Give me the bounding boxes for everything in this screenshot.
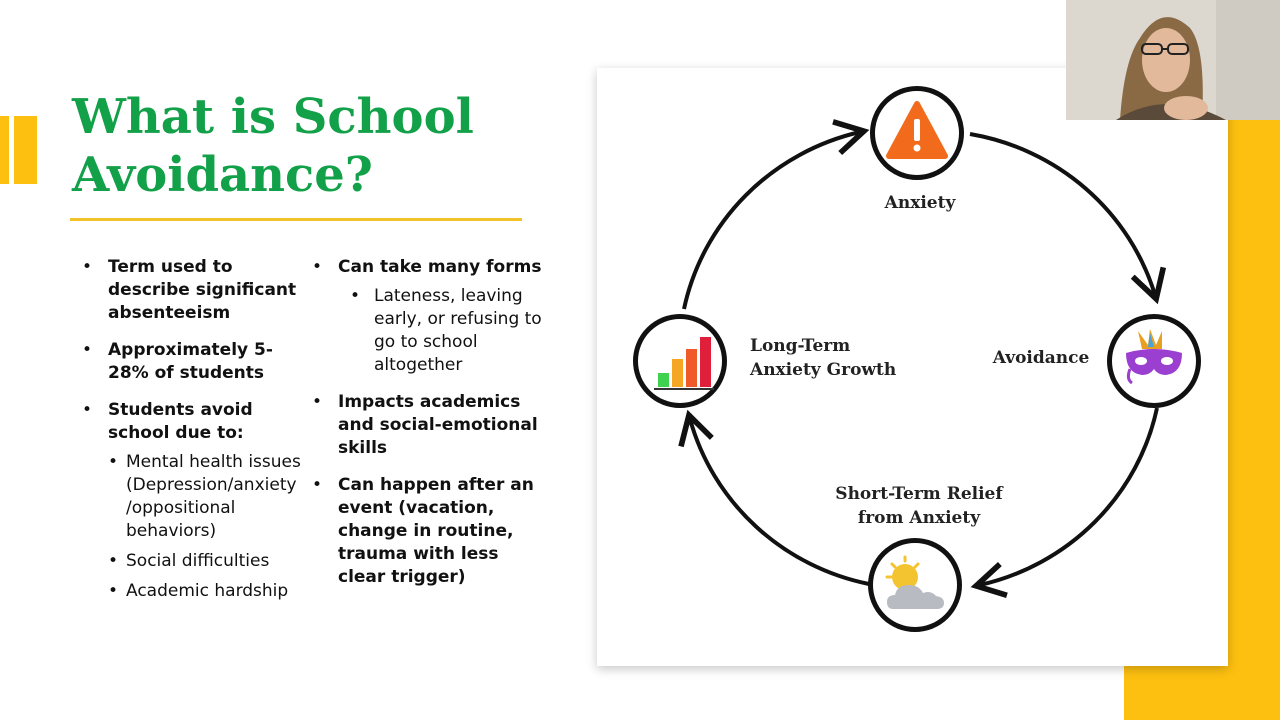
presenter-webcam — [1066, 0, 1280, 120]
sub-bullet-item: Social difficulties — [108, 550, 305, 573]
sub-bullet-item: Lateness, leaving early, or refusing to … — [338, 285, 550, 377]
bullet-text: Students avoid school due to: — [108, 400, 253, 443]
accent-bar-left — [14, 116, 37, 184]
arrow-avoidance-to-relief — [970, 407, 1159, 598]
label-long-term-growth: Long-Term Anxiety Growth — [750, 334, 896, 382]
label-anxiety: Anxiety — [884, 193, 956, 213]
node-relief — [868, 538, 962, 632]
bullet-item: Students avoid school due to: Mental hea… — [80, 399, 305, 603]
presenter-video-icon — [1066, 0, 1280, 120]
warning-icon — [886, 101, 948, 159]
accent-bar-left — [0, 116, 9, 184]
accent-bar-right — [1228, 120, 1280, 720]
title-line-2: Avoidance? — [72, 147, 373, 203]
title-underline — [70, 218, 522, 221]
mask-icon — [1126, 329, 1182, 385]
sun-cloud-icon — [885, 555, 944, 609]
node-growth — [633, 314, 727, 408]
sub-bullet-item: Mental health issues (Depression/anxiety… — [108, 451, 305, 543]
label-avoidance: Avoidance — [992, 348, 1090, 368]
node-anxiety — [870, 86, 964, 180]
cycle-arrows — [678, 119, 1167, 598]
label-line: Long-Term — [750, 336, 851, 356]
bullet-text: Can take many forms — [338, 257, 542, 277]
cycle-diagram: Anxiety Avoidance Short-Term Relief from… — [597, 68, 1228, 666]
arrow-growth-to-anxiety — [682, 119, 870, 310]
slide-title: What is School Avoidance? — [72, 88, 542, 204]
title-line-1: What is School — [72, 89, 474, 145]
arrow-relief-to-growth — [678, 409, 870, 586]
bullet-item: Approximately 5-28% of students — [80, 339, 305, 385]
arrow-anxiety-to-avoidance — [969, 132, 1167, 305]
label-short-term-relief: Short-Term Relief from Anxiety — [819, 482, 1019, 530]
node-avoidance — [1107, 314, 1201, 408]
label-line: Anxiety Growth — [750, 360, 897, 380]
label-line: from Anxiety — [857, 508, 981, 528]
accent-bar-bottom — [1124, 666, 1280, 720]
bullet-column-left: Term used to describe significant absent… — [80, 256, 305, 617]
sub-bullet-item: Academic hardship — [108, 580, 305, 603]
bullet-item: Term used to describe significant absent… — [80, 256, 305, 325]
bar-chart-icon — [654, 337, 714, 390]
bullet-column-right: Can take many forms Lateness, leaving ea… — [310, 256, 550, 603]
bullet-item: Impacts academics and social-emotional s… — [310, 391, 550, 460]
label-line: Short-Term Relief — [835, 484, 1003, 504]
bullet-item: Can take many forms Lateness, leaving ea… — [310, 256, 550, 377]
bullet-item: Can happen after an event (vacation, cha… — [310, 474, 550, 589]
